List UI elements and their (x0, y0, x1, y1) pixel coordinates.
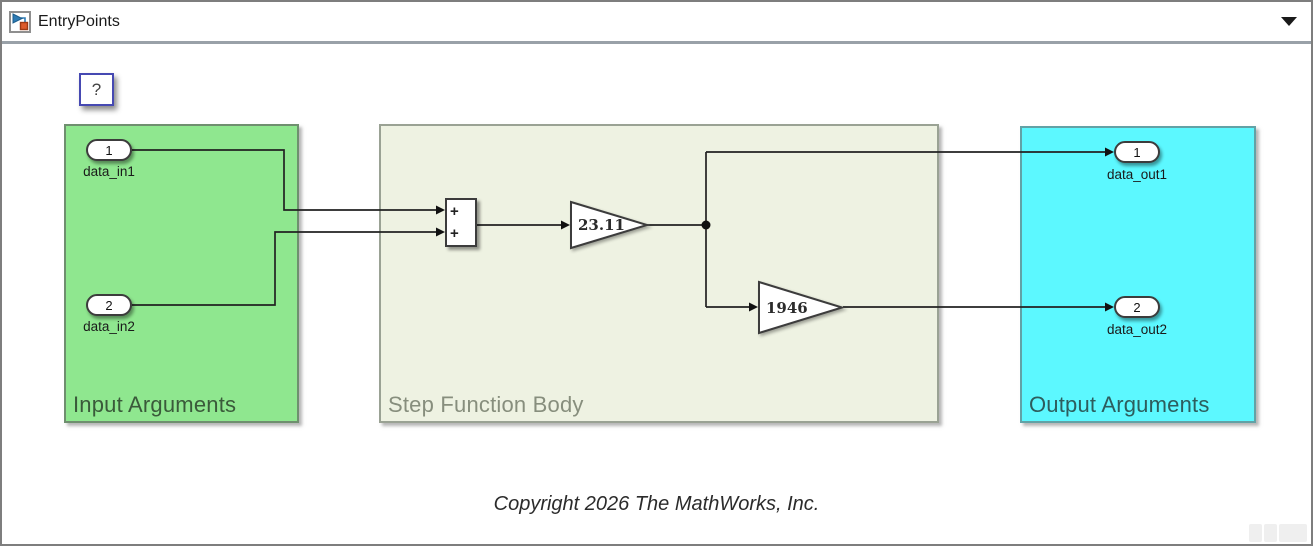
inport-2-name: data_in2 (83, 319, 135, 334)
inport-block-1[interactable]: 1 (86, 139, 132, 161)
gain-block-23-11[interactable]: 23.11 (570, 200, 651, 250)
tab-title: EntryPoints (38, 12, 120, 30)
badge-segment (1249, 524, 1262, 542)
chevron-down-icon (1281, 17, 1297, 26)
area-input-label: Input Arguments (73, 392, 237, 417)
gain1-value: 23.11 (578, 216, 625, 234)
sum-block[interactable]: + + (445, 198, 477, 247)
area-output-label: Output Arguments (1029, 392, 1210, 417)
outport-2-name: data_out2 (1106, 322, 1168, 337)
outport-block-1[interactable]: 1 (1114, 141, 1160, 163)
copyright-annotation: Copyright 2026 The MathWorks, Inc. (493, 493, 820, 515)
gain-block-1946[interactable]: 1946 (758, 280, 846, 335)
sum-plus-sign-top: + (450, 203, 459, 220)
model-tab-bar: EntryPoints (2, 2, 1311, 44)
inport-1-number: 1 (105, 142, 113, 158)
outport-1-number: 1 (1133, 144, 1141, 160)
simulink-model-icon (9, 10, 31, 33)
badge-segment (1279, 524, 1307, 542)
area-step-function-body[interactable]: Step Function Body (379, 124, 939, 423)
outport-1-name: data_out1 (1106, 167, 1168, 182)
sum-plus-sign-bottom: + (450, 225, 459, 242)
badge-segment (1264, 524, 1277, 542)
area-body-label: Step Function Body (388, 392, 584, 417)
outport-2-number: 2 (1133, 299, 1141, 315)
inport-1-name: data_in1 (83, 164, 135, 179)
tab-list-dropdown-button[interactable] (1281, 2, 1297, 41)
help-button[interactable]: ? (79, 73, 114, 106)
hidden-toolbar-badge[interactable] (1249, 524, 1307, 542)
inport-2-number: 2 (105, 297, 113, 313)
gain2-value: 1946 (766, 298, 808, 317)
outport-block-2[interactable]: 2 (1114, 296, 1160, 318)
inport-block-2[interactable]: 2 (86, 294, 132, 316)
tab-entrypoints[interactable]: EntryPoints (2, 10, 120, 33)
